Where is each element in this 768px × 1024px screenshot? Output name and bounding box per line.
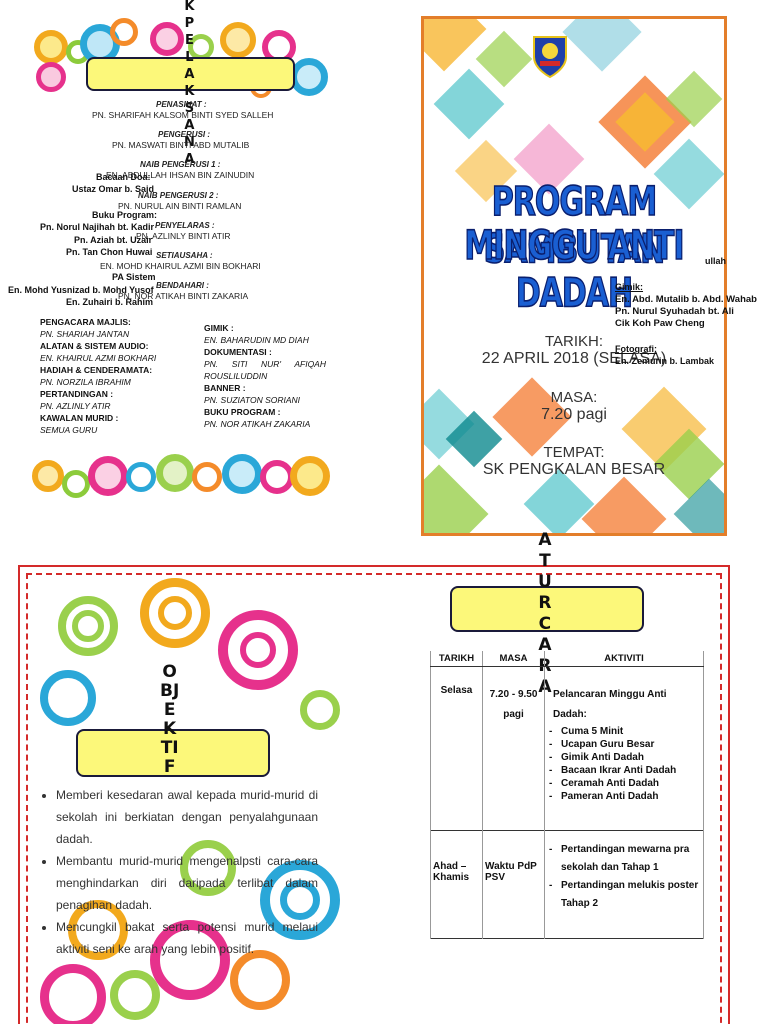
naib1-title: NAIB PENGERUSI 1 : (140, 160, 221, 169)
role-name: PN. SUZIATON SORIANI (204, 395, 301, 405)
objektif-item: Membantu murid-murid mengenalpsti cara-c… (56, 850, 318, 916)
roles-left-column: PENGACARA MAJLIS: PN. SHARIAH JANTAN ALA… (40, 316, 156, 436)
role-label: ALATAN & SISTEM AUDIO: (40, 341, 149, 351)
role-label: BUKU PROGRAM : (204, 407, 281, 417)
aktiviti-list: Cuma 5 Minit Ucapan Guru Besar Gimik Ant… (547, 725, 701, 803)
overlay-buku-program: Buku Program: (92, 210, 158, 220)
role-label: KAWALAN MURID : (40, 413, 119, 423)
committee-title-box (86, 57, 295, 91)
overlay-yusnizad: En. Mohd Yusnizad b. Mohd Yusof (8, 285, 154, 295)
overlay-gimik-3: Cik Koh Paw Cheng (615, 318, 705, 329)
naib1-name: EN. ABDULLAH IHSAN BIN ZAINUDIN (106, 170, 255, 180)
bendahari-name: PN. NOR ATIKAH BINTI ZAKARIA (118, 291, 249, 301)
role-name: PN. SITI NUR' AFIQAH ROUSLILUDDIN (204, 359, 326, 381)
masa-label: MASA: (550, 389, 598, 406)
role-label: PERTANDINGAN : (40, 389, 114, 399)
role-name: SEMUA GURU (40, 425, 98, 435)
cover-title-line1: PROGRAM SAMBUTAN (483, 178, 666, 274)
overlay-gimik-2: Pn. Nurul Syuhadah bt. Ali (615, 306, 734, 317)
table-row: Ahad – Khamis Waktu PdP PSV Pertandingan… (430, 830, 704, 939)
col-tarikh: TARIKH (430, 651, 483, 667)
overlay-foto-label: Fotografi: (615, 344, 657, 354)
school-crest-logo (530, 33, 570, 79)
overlay-aziah: Pn. Aziah bt. Uzair (74, 235, 153, 245)
setiausaha-title: SETIAUSAHA : (156, 251, 213, 260)
role-label: GIMIK : (204, 323, 234, 333)
role-label: HADIAH & CENDERAMATA: (40, 365, 153, 375)
row-tarikh: Selasa (430, 666, 483, 831)
naib2-title: NAIB PENGERUSI 2 : (138, 191, 219, 200)
aktiviti-list: Pertandingan mewarna pra sekolah dan Tah… (547, 841, 701, 913)
overlay-gimik-label: Gimik: (615, 282, 644, 292)
aturcara-title-box (450, 586, 644, 632)
overlay-pa-sistem: PA Sistem (112, 272, 156, 282)
pengerusi-name: PN. MASWATI BINTI ABD MUTALIB (112, 140, 250, 150)
role-name: PN. NOR ATIKAH ZAKARIA (204, 419, 311, 429)
role-label: BANNER : (204, 383, 246, 393)
role-name: EN. KHAIRUL AZMI BOKHARI (40, 353, 157, 363)
overlay-najihah: Pn. Norul Najihah bt. Kadir (40, 222, 155, 232)
list-item: Cuma 5 Minit (547, 725, 701, 738)
list-item: Bacaan Ikrar Anti Dadah (547, 764, 701, 777)
roles-right-column: GIMIK : EN. BAHARUDIN MD DIAH DOKUMENTAS… (204, 322, 326, 430)
naib2-name: PN. NURUL AIN BINTI RAMLAN (118, 201, 242, 211)
list-item: Ceramah Anti Dadah (547, 777, 701, 790)
penasihat-title: PENASIHAT : (156, 100, 207, 109)
objektif-item: Memberi kesedaran awal kepada murid-muri… (56, 784, 318, 850)
overlay-ullah: ullah (705, 256, 727, 266)
col-aktiviti: AKTIVITI (544, 651, 704, 667)
tempat-label: TEMPAT: (543, 444, 605, 461)
list-item: Pertandingan mewarna pra sekolah dan Tah… (547, 841, 701, 877)
penyelaras-title: PENYELARAS : (155, 221, 215, 230)
pengerusi-title: PENGERUSI : (158, 130, 211, 139)
bottom-panel (18, 565, 730, 1024)
tarikh-label: TARIKH: (544, 333, 604, 350)
masa-value: 7.20 pagi (541, 406, 607, 423)
dashed-frame (26, 573, 722, 1024)
schedule-table: TARIKH MASA AKTIVITI Selasa 7.20 - 9.50 … (430, 651, 704, 939)
tarikh-value: 22 APRIL 2018 (SELASA) (481, 350, 667, 367)
table-row: Selasa 7.20 - 9.50 pagi Pelancaran Mingg… (430, 666, 704, 831)
row-masa: 7.20 - 9.50 pagi (482, 666, 545, 831)
table-header-row: TARIKH MASA AKTIVITI (430, 651, 704, 667)
row-aktiviti: Pertandingan mewarna pra sekolah dan Tah… (544, 830, 704, 939)
role-name: EN. BAHARUDIN MD DIAH (204, 335, 309, 345)
overlay-zuhairi: En. Zuhairi b. Rahim (66, 297, 154, 307)
row-tarikh: Ahad – Khamis (430, 830, 483, 939)
cover-title-line2: MINGGU ANTI DADAH (464, 222, 685, 318)
col-masa: MASA (482, 651, 545, 667)
row-aktiviti: Pelancaran Minggu Anti Dadah: Cuma 5 Min… (544, 666, 704, 831)
list-item: Pertandingan melukis poster Tahap 2 (547, 877, 701, 913)
list-item: Pameran Anti Dadah (547, 790, 701, 803)
overlay-foto-1: En. Zemurin b. Lambak (615, 356, 715, 366)
role-label: PENGACARA MAJLIS: (40, 317, 131, 327)
role-name: PN. AZLINLY ATIR (40, 401, 111, 411)
role-name: PN. SHARIAH JANTAN (40, 329, 130, 339)
overlay-gimik-1: En. Abd. Mutalib b. Abd. Wahab (615, 294, 757, 305)
objektif-title-box (76, 729, 270, 777)
role-label: DOKUMENTASI : (204, 347, 272, 357)
aktiviti-intro: Pelancaran Minggu Anti Dadah: (553, 689, 667, 720)
tempat-value: SK PENGKALAN BESAR (482, 461, 666, 478)
list-item: Ucapan Guru Besar (547, 738, 701, 751)
cover-panel: PROGRAM SAMBUTAN MINGGU ANTI DADAH TARIK… (421, 16, 727, 536)
penasihat-name: PN. SHARIFAH KALSOM BINTI SYED SALLEH (92, 110, 274, 120)
row-masa: Waktu PdP PSV (482, 830, 545, 939)
list-item: Gimik Anti Dadah (547, 751, 701, 764)
setiausaha-name: EN. MOHD KHAIRUL AZMI BIN BOKHARI (100, 261, 261, 271)
penyelaras-name: PN. AZLINLY BINTI ATIR (136, 231, 231, 241)
bendahari-title: BENDAHARI : (156, 281, 209, 290)
objektif-item: Mencungkil bakat serta potensi murid mel… (56, 916, 318, 960)
role-name: PN. NORZILA IBRAHIM (40, 377, 131, 387)
overlay-omar: Ustaz Omar b. Said (72, 184, 155, 194)
overlay-bacaan-doa: Bacaan Doa: (96, 172, 151, 182)
objektif-list: Memberi kesedaran awal kepada murid-muri… (42, 784, 318, 960)
overlay-tan: Pn. Tan Chon Huwai (66, 247, 153, 257)
